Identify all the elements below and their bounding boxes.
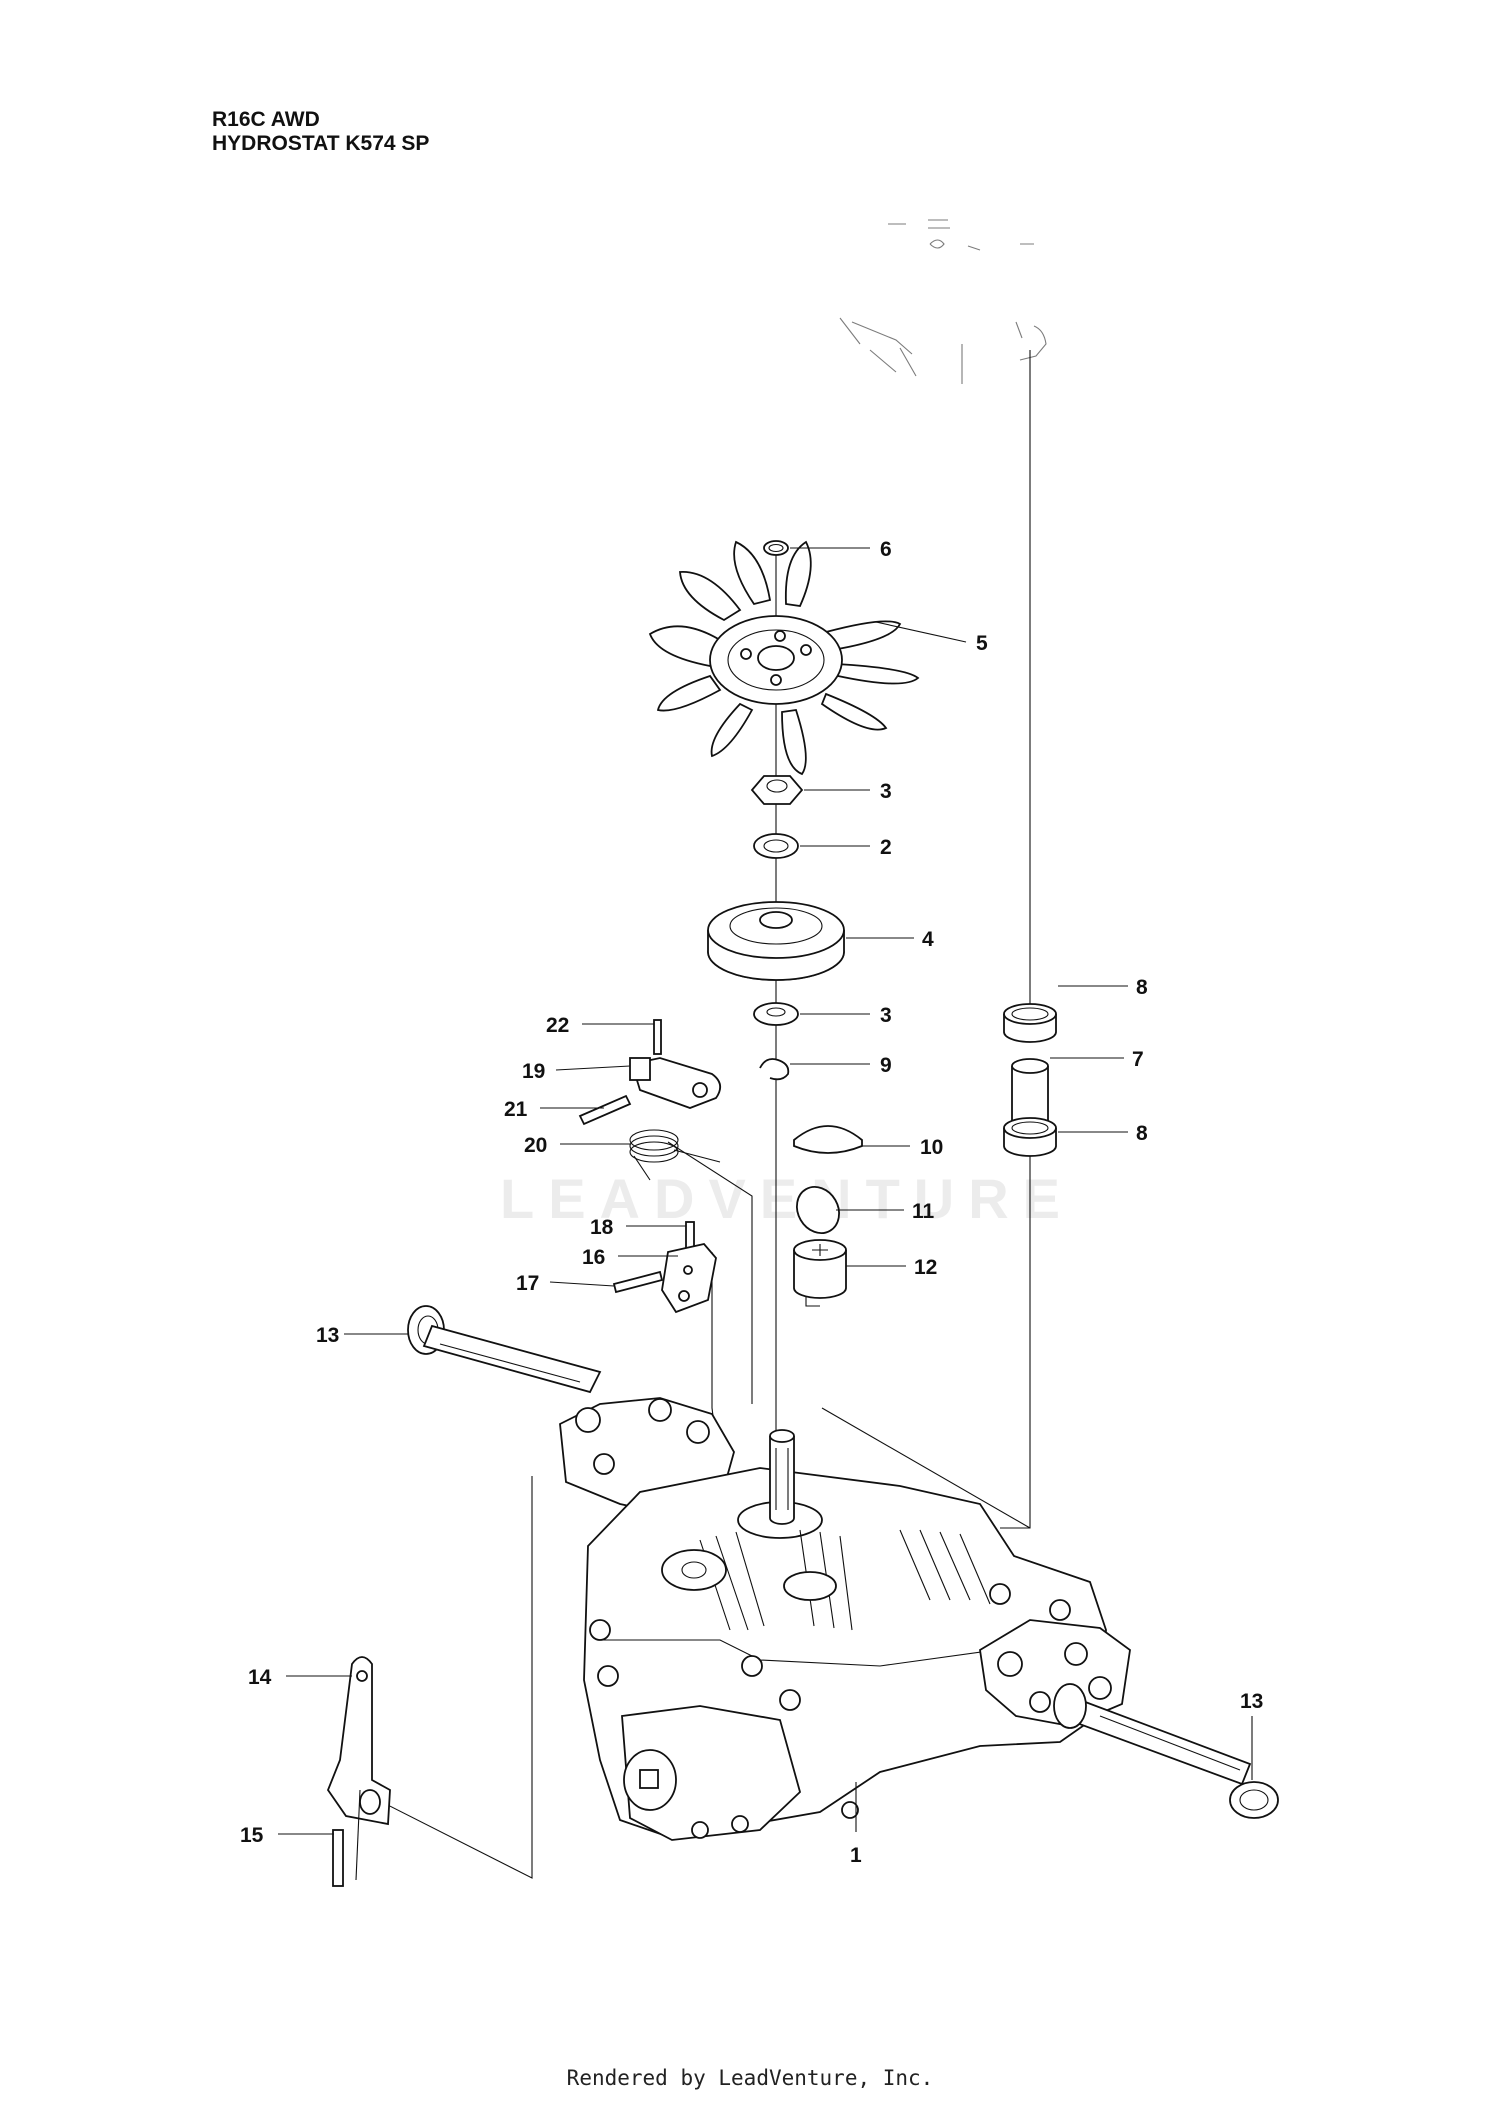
callout-leaders — [278, 547, 1253, 1835]
callout-labels: 6 5 3 2 4 8 3 22 19 7 9 21 8 10 20 11 18… — [240, 538, 1263, 1867]
callout-20: 20 — [524, 1134, 547, 1157]
callout-8: 8 — [1136, 1122, 1148, 1145]
callout-18: 18 — [590, 1216, 614, 1239]
part-10-cap — [793, 1125, 863, 1154]
left-axle-shaft — [422, 1324, 602, 1394]
callout-5: 5 — [976, 632, 988, 655]
callout-17: 17 — [516, 1272, 539, 1295]
callout-8: 8 — [1136, 976, 1148, 999]
part-4-pulley — [707, 901, 845, 981]
part-3-nut-upper — [750, 775, 804, 805]
callout-4: 4 — [922, 928, 934, 951]
render-credit: Rendered by LeadVenture, Inc. — [566, 2066, 934, 2090]
callout-14: 14 — [248, 1666, 272, 1689]
callout-9: 9 — [880, 1054, 892, 1077]
part-21-roll-pin — [578, 1094, 632, 1126]
part-5-cooling-fan — [648, 540, 920, 776]
part-1-transaxle-housing — [559, 1397, 1131, 1841]
callout-16: 16 — [582, 1246, 605, 1269]
part-8-bushing-upper — [1003, 1003, 1057, 1043]
part-11-disc — [796, 1186, 840, 1234]
callout-7: 7 — [1132, 1048, 1144, 1071]
faded-top-parts — [839, 219, 1047, 384]
model-name: R16C AWD — [212, 108, 320, 131]
callout-6: 6 — [880, 538, 892, 561]
callout-3: 3 — [880, 780, 892, 803]
callout-13: 13 — [1240, 1690, 1263, 1713]
part-2-washer — [753, 833, 799, 859]
callout-15: 15 — [240, 1824, 264, 1847]
callout-19: 19 — [522, 1060, 545, 1083]
callout-11: 11 — [912, 1200, 935, 1223]
part-14-lever-arm — [326, 1656, 391, 1826]
part-3-spacer-lower — [753, 1002, 799, 1026]
part-9-clip — [759, 1058, 790, 1081]
diagram-title: R16C AWD HYDROSTAT K574 SP — [212, 108, 429, 156]
callout-12: 12 — [914, 1256, 937, 1279]
part-22-pin — [653, 1019, 662, 1055]
callout-2: 2 — [880, 836, 892, 859]
part-13-seal-right — [1229, 1781, 1279, 1819]
part-8-bushing-lower — [1003, 1117, 1057, 1157]
watermark: LEADVENTURE — [500, 1167, 1075, 1230]
assembly-lines — [369, 350, 1031, 1879]
part-20-torsion-spring — [629, 1129, 721, 1181]
part-17-roll-pin — [612, 1270, 664, 1294]
assembly-name: HYDROSTAT K574 SP — [212, 132, 430, 155]
callout-3: 3 — [880, 1004, 892, 1027]
part-15-pin — [332, 1789, 361, 1887]
part-6-snap-ring — [763, 540, 789, 556]
callout-1: 1 — [850, 1844, 862, 1867]
part-16-control-plate — [661, 1243, 717, 1314]
callout-21: 21 — [504, 1098, 528, 1121]
part-12-coupler — [793, 1239, 847, 1299]
part-19-control-arm — [629, 1057, 722, 1109]
part-18-pin — [685, 1221, 695, 1249]
callout-10: 10 — [920, 1136, 943, 1159]
callout-22: 22 — [546, 1014, 569, 1037]
callout-13: 13 — [316, 1324, 339, 1347]
part-7-sleeve — [1011, 1058, 1049, 1130]
right-axle-shaft — [1053, 1683, 1252, 1786]
